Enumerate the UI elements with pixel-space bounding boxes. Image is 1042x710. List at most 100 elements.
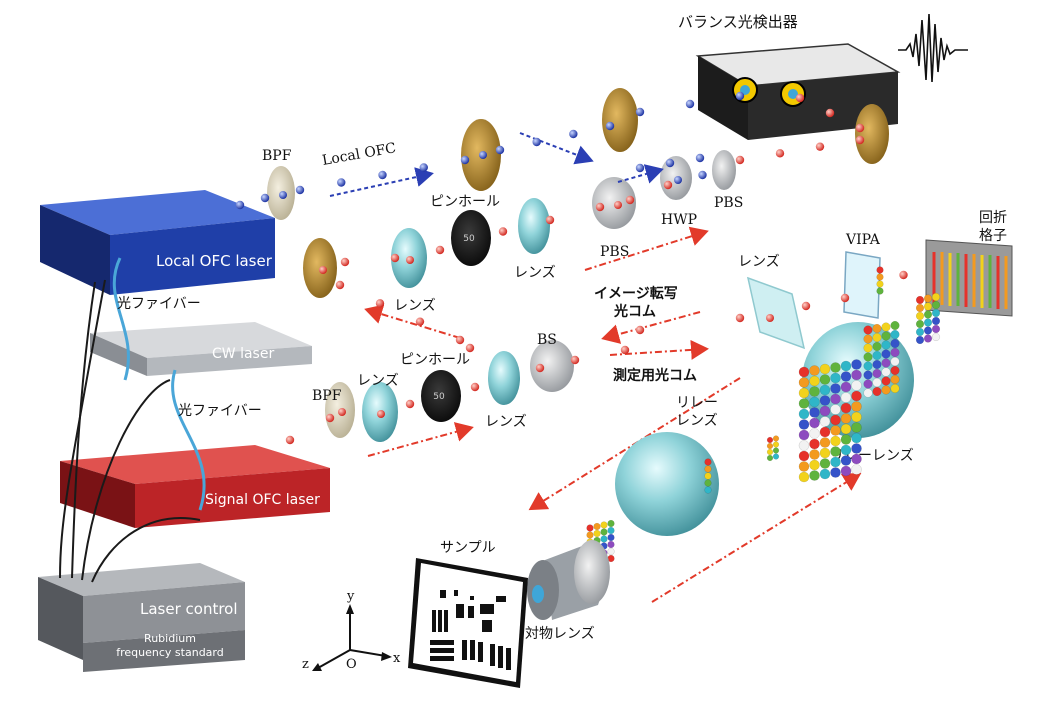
pbs-b — [712, 150, 736, 190]
fiber-label-bottom: 光ファイバー — [178, 403, 262, 419]
relay-lens-label-a-2: レンズ — [676, 413, 718, 429]
beam-dot — [665, 158, 675, 168]
axis-x-label: x — [393, 651, 401, 666]
sample-bar — [444, 610, 448, 632]
spectral-ball — [872, 332, 882, 343]
sample-bar — [430, 656, 454, 661]
spectral-ball — [890, 374, 900, 385]
pbs-label-b: PBS — [714, 195, 743, 211]
spectral-ball — [809, 365, 820, 376]
local-ofc-laser-box: Local OFC laser — [40, 190, 275, 295]
spectral-ball — [830, 414, 841, 426]
spectral-ball — [830, 435, 841, 447]
spectral-ball — [863, 334, 873, 344]
spectral-ball — [851, 422, 862, 433]
lens-right-plate — [746, 276, 806, 350]
spectral-ball-grid — [798, 359, 862, 483]
spectral-ball — [840, 360, 852, 372]
spectral-ball — [840, 434, 852, 445]
spectral-ball — [819, 395, 831, 406]
bpf-label-top: BPF — [262, 148, 292, 164]
pinhole-label-top: ピンホール — [430, 194, 500, 210]
spectral-ball — [872, 368, 882, 379]
spectral-ball — [851, 369, 862, 381]
spectral-ball — [863, 325, 873, 335]
spectral-ball — [809, 428, 820, 439]
grating-label-1: 回折 — [979, 210, 1007, 226]
sample-bar — [430, 640, 454, 645]
beam-dot — [260, 193, 270, 203]
objective-label: 対物レンズ — [525, 626, 595, 642]
spectral-ball — [915, 311, 925, 321]
hwp-plate — [660, 156, 692, 200]
spectral-ball — [819, 447, 831, 459]
spectral-ball — [915, 335, 925, 345]
beam-dot — [495, 145, 505, 155]
spectral-ball — [607, 540, 615, 549]
beam-dot — [855, 123, 865, 133]
beam-dot — [378, 170, 387, 180]
fiber-label-top: 光ファイバー — [117, 296, 201, 312]
pinhole-top: 50 — [451, 210, 491, 266]
beam-dot — [801, 301, 811, 311]
beam-dot — [419, 163, 428, 172]
vipa-etalon — [843, 251, 881, 319]
pbs-label-a: PBS — [600, 244, 629, 260]
beam-dot — [855, 135, 865, 145]
spectral-ball — [798, 450, 810, 462]
sample-bar — [496, 596, 506, 602]
pinhole-number-bottom: 50 — [433, 392, 445, 402]
sample-bar — [506, 648, 511, 670]
image-comb-label-1: イメージ転写 — [594, 285, 678, 302]
spectral-ball — [872, 377, 882, 388]
beam-dot — [285, 435, 295, 445]
beam-dot — [337, 178, 346, 187]
spectral-ball — [593, 522, 601, 531]
spectral-ball — [851, 359, 862, 370]
lens-right-label: レンズ — [738, 254, 780, 270]
beam-arrow-pbs-out — [584, 226, 709, 271]
local-ofc-label: Local OFC — [321, 140, 397, 169]
spectral-ball — [881, 385, 891, 395]
spectral-ball — [766, 454, 774, 462]
spectral-ball — [772, 435, 780, 442]
spectral-ball — [863, 379, 873, 389]
pinhole-number-top: 50 — [463, 234, 475, 244]
spectral-ball — [931, 300, 941, 310]
axis-x-arrowhead — [381, 652, 392, 661]
sample-label: サンプル — [440, 540, 496, 556]
spectral-ball — [600, 528, 608, 536]
spectral-ball — [872, 386, 882, 397]
beam-dot — [545, 215, 555, 225]
beam-dot — [775, 149, 785, 158]
spectral-ball — [840, 423, 852, 435]
sample-bar — [468, 606, 474, 618]
mirror-top-right — [855, 104, 889, 164]
lens-label-top-a: レンズ — [394, 298, 436, 314]
spectral-ball — [586, 531, 594, 539]
signal-ofc-laser-box: Signal OFC laser — [60, 445, 330, 528]
sample-bar — [480, 604, 494, 614]
spectral-ball — [766, 436, 774, 444]
beam-dot — [595, 202, 605, 212]
cw-laser-box: CW laser — [90, 322, 312, 376]
spectral-ball — [923, 294, 933, 303]
beam-arrow-up-from-objective — [651, 472, 862, 603]
axis-z-label: z — [302, 657, 309, 672]
spectral-ball — [851, 390, 862, 402]
bpf-label-bottom: BPF — [312, 388, 342, 404]
beam-dot — [735, 155, 745, 165]
spectral-ball — [809, 375, 820, 387]
beam-arrow-left-return — [364, 304, 461, 339]
spectral-ball — [607, 533, 615, 542]
beam-dot — [825, 108, 835, 118]
spectral-ball — [809, 407, 820, 418]
beam-dot — [470, 382, 480, 392]
spectral-ball — [809, 470, 820, 481]
spectral-ball — [830, 425, 841, 436]
beam-dot — [899, 270, 908, 280]
sample-bar — [470, 596, 474, 600]
spectral-ball — [819, 458, 831, 469]
sample-bar — [430, 648, 454, 653]
pinhole-bottom: 50 — [421, 370, 461, 422]
